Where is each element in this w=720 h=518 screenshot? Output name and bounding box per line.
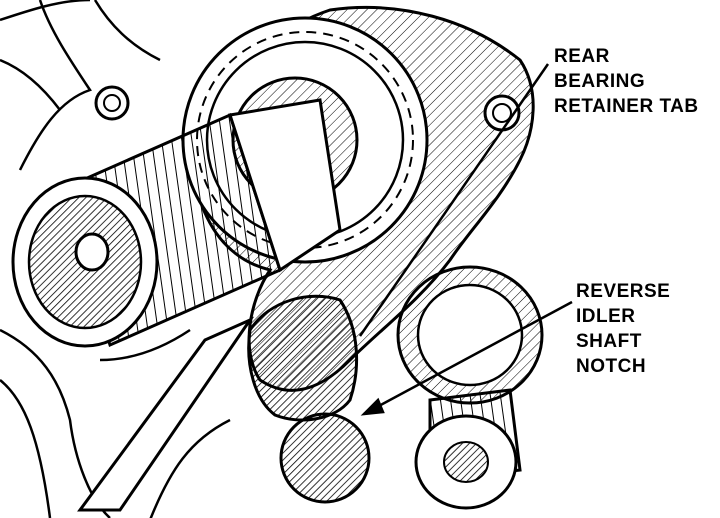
callout-line: IDLER (576, 306, 636, 327)
callout-line: NOTCH (576, 356, 647, 377)
idler-gear-stack (396, 265, 544, 510)
callout-line: REVERSE (576, 281, 671, 302)
callout-line: RETAINER TAB (554, 96, 699, 117)
callout-line: SHAFT (576, 331, 642, 352)
callout-reverse-idler-shaft-notch: REVERSE IDLER SHAFT NOTCH (576, 279, 670, 379)
retainer-arm (247, 294, 358, 422)
callout-line: BEARING (554, 71, 646, 92)
output-shaft (11, 98, 342, 348)
arrowhead-icon (360, 397, 385, 416)
leader-lines (358, 63, 573, 416)
leader-line-idler-notch (363, 300, 573, 416)
leader-line-rear-bearing-tab (358, 63, 550, 337)
callout-line: REAR (554, 46, 610, 67)
callout-rear-bearing-retainer-tab: REAR BEARING RETAINER TAB (554, 44, 699, 119)
housing-outline (0, 0, 231, 518)
reverse-idler-shaft (77, 316, 371, 512)
housing-bolt-left (94, 85, 130, 121)
